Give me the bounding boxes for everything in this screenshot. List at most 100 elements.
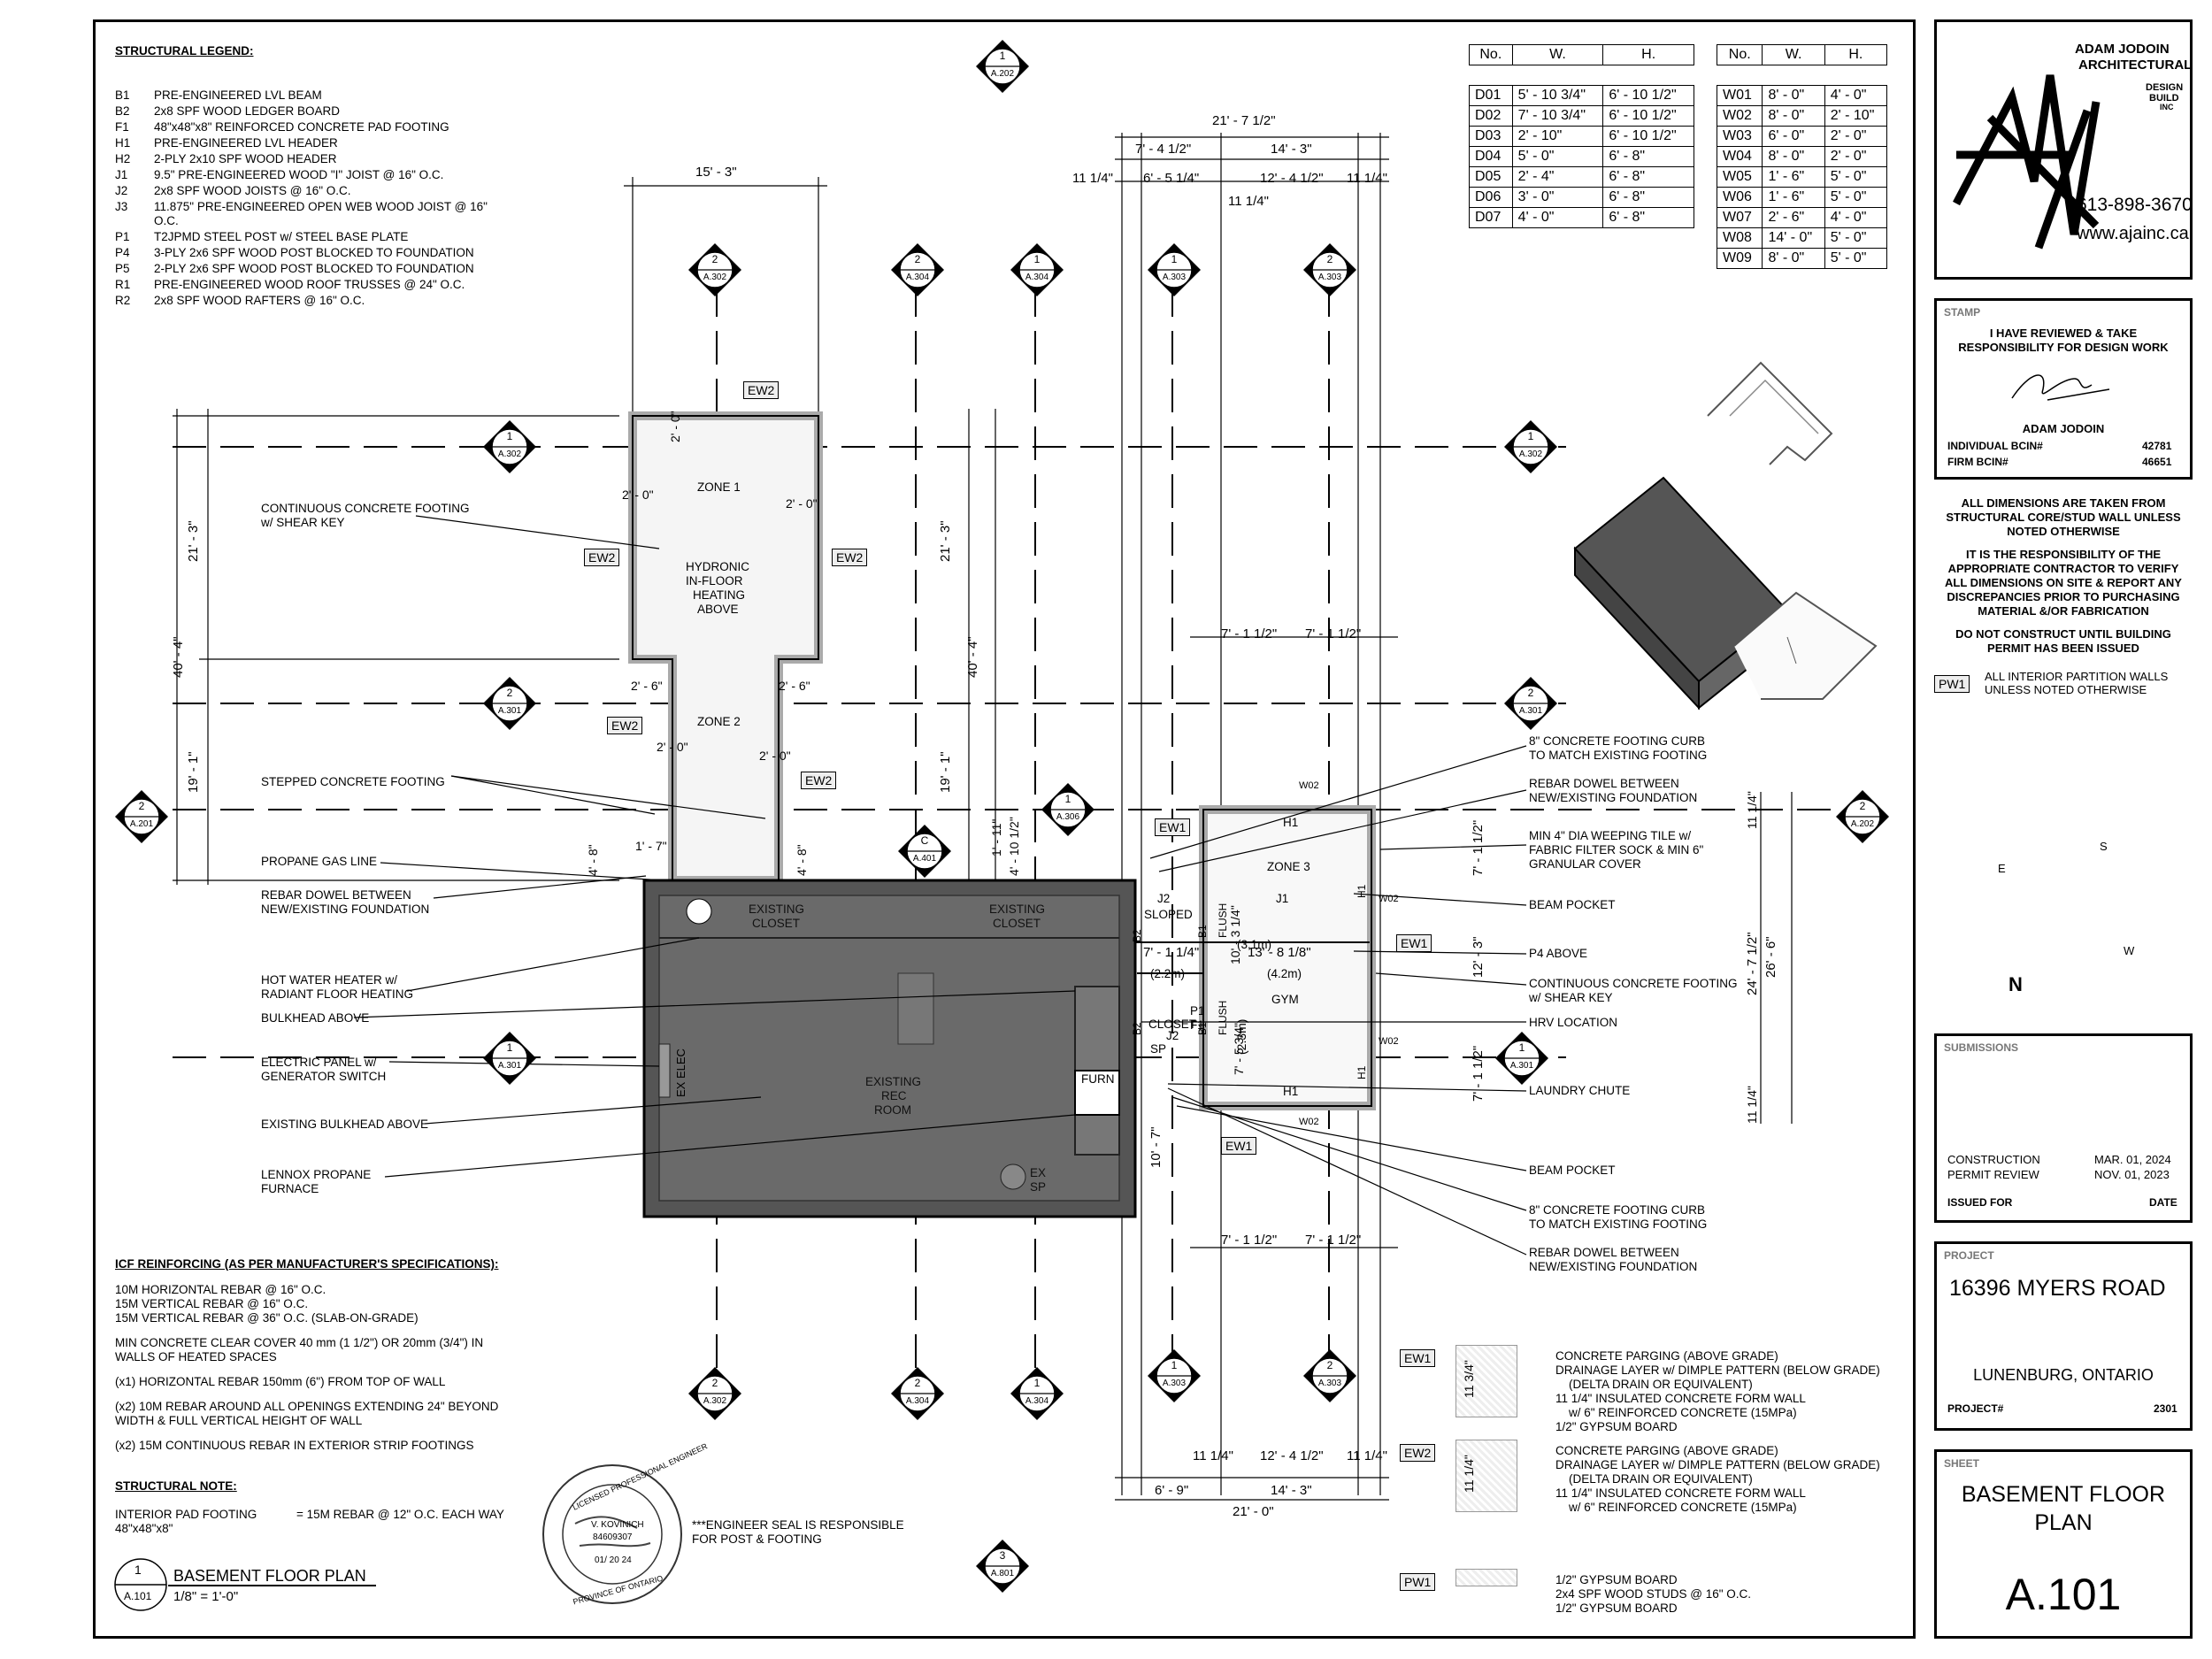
wall-type-line: w/ 6" REINFORCED CONCRETE (15MPa): [1569, 1406, 1797, 1419]
dim-24-7: 24' - 7 1/2": [1745, 932, 1760, 995]
stamp-block: STAMP I HAVE REVIEWED & TAKE RESPONSIBIL…: [1934, 298, 2193, 480]
schedule-cell: W08: [1716, 227, 1763, 249]
schedule-cell: D06: [1469, 187, 1513, 208]
engineer-seal: LICENSED PROFESSIONAL ENGINEER V. KOVINI…: [540, 1441, 709, 1608]
room-gym: GYM: [1271, 993, 1299, 1006]
section-tag-icon: [1303, 243, 1356, 296]
label-j2: J2: [1157, 892, 1171, 905]
wall-type-line: 2x4 SPF WOOD STUDS @ 16" O.C.: [1555, 1587, 1752, 1601]
ew-tag: EW2: [801, 772, 837, 789]
dim-2-0c: 2' - 0": [786, 496, 818, 511]
window-tag: W02: [1299, 780, 1319, 791]
schedule-cell: 4' - 0": [1824, 207, 1888, 228]
section-tag-icon: [891, 243, 944, 296]
sheet-number: A.101: [2005, 1570, 2122, 1619]
wall-type-line: (DELTA DRAIN OR EQUIVALENT): [1569, 1472, 1753, 1486]
schedule-cell: 6' - 10 1/2": [1602, 105, 1694, 127]
icf-line: MIN CONCRETE CLEAR COVER 40 mm (1 1/2") …: [115, 1336, 484, 1349]
schedule-cell: W04: [1716, 146, 1763, 167]
room-zone-2: ZONE 2: [697, 715, 741, 728]
firm-bcin-value: 46651: [2142, 456, 2172, 468]
general-note-line: DO NOT CONSTRUCT UNTIL BUILDING: [1955, 627, 2171, 641]
legend-code: J1: [115, 168, 128, 181]
project-num: 2301: [2154, 1402, 2177, 1415]
wall-type-line: 11 1/4" INSULATED CONCRETE FORM WALL: [1555, 1392, 1806, 1405]
window-tag: W02: [1379, 1036, 1399, 1047]
dim-2-6b: 2' - 6": [779, 679, 810, 693]
schedule-cell: 7' - 10 3/4": [1511, 105, 1604, 127]
submission-2-label: PERMIT REVIEW: [1947, 1168, 2039, 1181]
schedule-cell: 5' - 0": [1824, 227, 1888, 249]
signature-icon: [2011, 374, 2110, 401]
dim-26-6: 26' - 6": [1763, 936, 1778, 978]
label-b2b: B2: [1131, 1022, 1143, 1035]
dim-2-0a: 2' - 0": [668, 411, 682, 442]
section-tag-icon: [483, 420, 536, 473]
right-callout-line: 8" CONCRETE FOOTING CURB: [1529, 1203, 1706, 1217]
wall-type-tag: EW1: [1400, 1349, 1436, 1367]
left-callout-line: GENERATOR SWITCH: [261, 1070, 387, 1083]
left-callout-line: STEPPED CONCRETE FOOTING: [261, 775, 445, 788]
room-ex-sp-1: EX: [1030, 1166, 1047, 1179]
dim-10-3: 10' - 3 1/4": [1228, 905, 1242, 964]
section-tag-number: C: [920, 834, 929, 847]
label-h1d: H1: [1356, 1065, 1368, 1079]
dim-21-7: 21' - 7 1/2": [1212, 113, 1276, 128]
project-block: PROJECT 16396 MYERS ROAD LUNENBURG, ONTA…: [1934, 1241, 2193, 1431]
room-zone-3: ZONE 3: [1267, 860, 1310, 873]
dim-21-3: 21' - 3": [186, 520, 201, 562]
label-j2b: J2: [1166, 1029, 1179, 1042]
right-callout-line: NEW/EXISTING FOUNDATION: [1529, 791, 1698, 804]
firm-logo-icon: [1953, 74, 2101, 250]
metric-42: (4.2m): [1267, 967, 1302, 980]
right-callout-line: BEAM POCKET: [1529, 898, 1616, 911]
firm-name-1: ADAM JODOIN: [2075, 42, 2170, 57]
schedule-header: No.: [1469, 44, 1513, 65]
schedule-cell: 2' - 4": [1511, 166, 1604, 188]
legend-desc: 2x8 SPF WOOD JOISTS @ 16" O.C.: [154, 184, 351, 197]
schedule-header: H.: [1602, 44, 1694, 65]
section-tag-icon: [976, 40, 1029, 93]
general-note-line: STRUCTURAL CORE/STUD WALL UNLESS: [1946, 511, 2181, 524]
compass-west: W: [2124, 944, 2135, 957]
section-tag-number: 1: [506, 430, 513, 442]
schedule-header: W.: [1762, 44, 1825, 65]
view-title: BASEMENT FLOOR PLAN: [173, 1567, 366, 1585]
legend-code: B1: [115, 88, 130, 102]
room-zone-1: ZONE 1: [697, 480, 741, 494]
project-caption: PROJECT: [1944, 1249, 1994, 1262]
label-h1b: H1: [1283, 1085, 1299, 1098]
dim-11-14c: 11 1/4": [1228, 194, 1269, 209]
sheet-title-2: PLAN: [2034, 1510, 2093, 1535]
label-f1: F1: [1190, 1018, 1204, 1032]
dim-12-3: 12' - 3": [1471, 936, 1486, 978]
room-ex-elec: EX ELEC: [674, 1048, 687, 1097]
right-callout-line: TO MATCH EXISTING FOOTING: [1529, 749, 1708, 762]
dim-11-14a: 11 1/4": [1072, 171, 1113, 186]
section-tag-number: 3: [999, 1549, 1006, 1562]
schedule-cell: 6' - 10 1/2": [1602, 126, 1694, 147]
section-tag-sheet: A.302: [497, 449, 522, 459]
section-tag-icon: [115, 790, 168, 843]
seal-line-2: V. KOVINICH: [591, 1520, 644, 1530]
section-tag-icon: [891, 1367, 944, 1420]
section-tag-icon: [1303, 1349, 1356, 1402]
issued-for-label: ISSUED FOR: [1947, 1196, 2013, 1209]
left-callout-line: REBAR DOWEL BETWEEN: [261, 888, 411, 902]
legend-code: B2: [115, 104, 130, 118]
schedule-cell: 6' - 0": [1762, 126, 1825, 147]
sheet-caption: SHEET: [1944, 1457, 1980, 1470]
schedule-cell: W02: [1716, 105, 1763, 127]
